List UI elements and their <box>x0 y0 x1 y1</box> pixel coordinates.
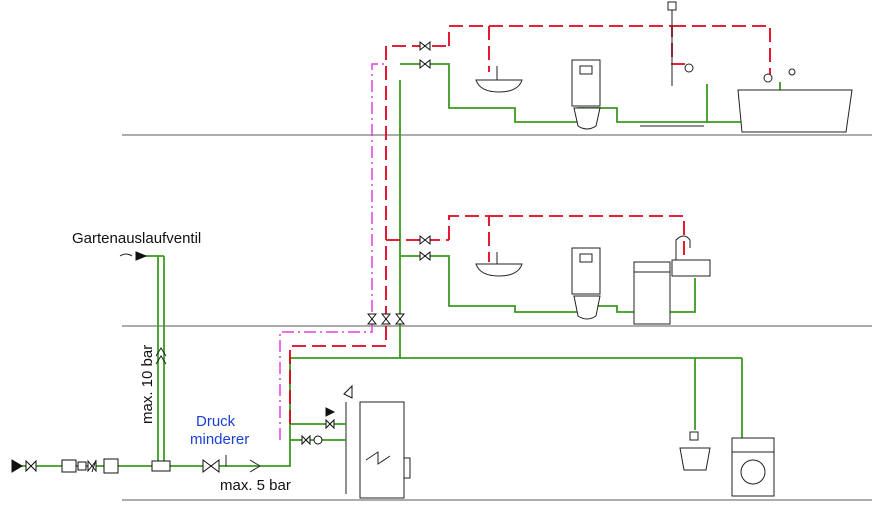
pressure-reducer <box>202 455 261 473</box>
utility-sink <box>679 447 711 471</box>
garden-valve-icon <box>135 251 148 261</box>
top-valve-cold-icon <box>419 58 431 70</box>
tank-side-flange <box>403 457 411 479</box>
riser-pressure-arrow-icon <box>155 347 167 357</box>
main-cold-line <box>12 80 401 467</box>
top-hot-to-basin <box>448 25 490 72</box>
safety-valve-icon <box>343 384 353 399</box>
top-floor-fixtures <box>475 1 853 133</box>
mid-wc-bowl <box>573 295 601 320</box>
mid-hot-to-sink <box>489 215 685 260</box>
pressure-reducer-label-line2: minderer <box>190 431 249 448</box>
garden-valve-label: Gartenauslaufventil <box>72 230 201 247</box>
outlet-pressure-label: max. 5 bar <box>220 477 291 494</box>
floor-lines <box>122 134 872 501</box>
riser-pressure-arrow-2-icon <box>155 355 167 365</box>
riser-pressure-label: max. 10 bar <box>139 345 156 424</box>
middle-floor-branches <box>366 215 696 325</box>
garden-tap-spout-icon <box>119 253 133 257</box>
shower-mixer-icon <box>684 63 694 73</box>
kitchen-sink <box>671 259 711 277</box>
middle-floor-fixtures <box>475 235 711 325</box>
tank-valve-1-icon <box>325 407 336 417</box>
mid-hot-loop <box>448 215 490 262</box>
entry-check-icon <box>77 461 87 471</box>
entry-valve-icon <box>25 459 37 473</box>
labels: Gartenauslaufventil max. 10 bar Druck mi… <box>72 230 291 494</box>
mid-valve-hot-icon <box>419 234 431 246</box>
entry-filter-icon <box>61 459 77 473</box>
hot-water-tank <box>290 384 411 499</box>
bath-mixer-icon <box>763 73 773 83</box>
top-cold-to-basin <box>400 63 577 123</box>
shower-head-icon <box>667 1 677 11</box>
basement-fixtures <box>679 431 775 497</box>
entry-break-mark-icon <box>91 459 97 473</box>
circulation-riser <box>279 63 386 440</box>
bathtub <box>737 89 853 133</box>
hot-water-risers <box>279 45 449 440</box>
riser-valve-3-icon <box>394 313 406 325</box>
top-hot-loop <box>489 25 690 65</box>
mid-valve-cold-icon <box>419 250 431 262</box>
kitchen-faucet-icon <box>675 235 691 260</box>
tank-valve-3-icon <box>301 434 311 446</box>
mid-wc-flush-plate <box>579 253 593 263</box>
pressure-reducer-label-line1: Druck <box>196 413 236 430</box>
riser-valve-2-icon <box>380 313 392 325</box>
top-valve-hot-icon <box>419 40 431 52</box>
hot-riser-main <box>289 45 449 424</box>
entry-meter-icon <box>11 459 23 473</box>
mid-cold-line <box>400 255 577 313</box>
entry-water-meter-icon <box>103 458 119 474</box>
washing-machine-door-icon <box>740 459 766 485</box>
bath-handshower-icon <box>788 68 796 76</box>
house-entry-fittings <box>11 458 171 474</box>
top-cold-to-shower <box>577 84 708 123</box>
top-wc-bowl <box>573 107 601 130</box>
manifold-fitting-icon <box>151 460 171 472</box>
tank-valve-2-icon <box>325 418 335 430</box>
tank-heat-coil-icon <box>365 451 391 465</box>
utility-tap-icon <box>689 431 699 441</box>
mid-wash-basin <box>475 263 523 277</box>
pressure-reducer-icon <box>202 459 220 473</box>
top-wc-flush-plate <box>579 65 593 75</box>
tank-body <box>359 401 405 499</box>
top-hot-to-bath <box>672 25 771 78</box>
mid-cold-to-sink <box>577 278 696 313</box>
garden-valve <box>119 251 167 365</box>
top-wash-basin <box>475 79 523 93</box>
pressure-reducer-flow-arrow-2-icon <box>249 465 261 473</box>
dishwasher <box>633 261 671 325</box>
circulation-pump-icon <box>313 435 323 445</box>
pressure-reducer-flow-arrow-icon <box>249 459 261 467</box>
riser-valve-1-icon <box>366 313 378 325</box>
